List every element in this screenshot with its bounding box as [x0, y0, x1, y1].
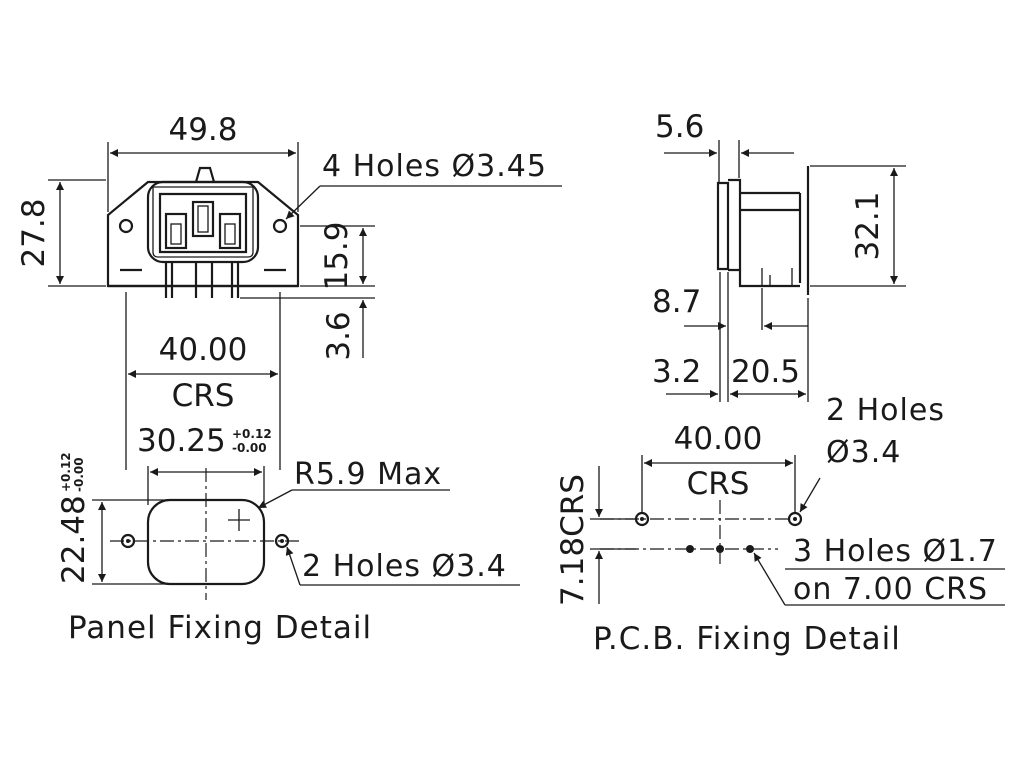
cutout-height-label: 22.48	[56, 495, 92, 584]
contact-earth	[191, 200, 215, 238]
contact-left	[164, 212, 188, 250]
front-holes-note: 4 Holes Ø3.45	[322, 149, 547, 184]
side-flange-back	[728, 178, 742, 272]
front-width-label: 49.8	[168, 112, 237, 148]
pin-length-label: 3.6	[321, 311, 357, 360]
vertical-crs-label: 7.18CRS	[555, 474, 591, 606]
socket-recess	[158, 192, 248, 254]
body-height-label: 15.9	[319, 221, 355, 290]
pcb-crs-text: CRS	[687, 466, 750, 502]
offset-label: 8.7	[652, 284, 701, 320]
side-view	[716, 166, 810, 295]
cutout-height-tol-lower: -0.00	[72, 457, 86, 492]
socket-inner-lip	[152, 186, 254, 258]
socket-key	[194, 166, 216, 183]
pcb-pin-hole-3	[746, 545, 754, 553]
side-bottom-details	[761, 268, 793, 286]
side-body	[740, 191, 802, 283]
pcb-crs-label: 40.00	[674, 421, 763, 457]
contact-left-inner	[170, 223, 182, 245]
front-view-dimensions: 49.8 27.8 4 Holes Ø3.45 15.9 3.6 40.00 C…	[16, 112, 562, 470]
depth-label: 20.5	[731, 354, 800, 390]
pcb-small-holes-line1: 3 Holes Ø1.7	[793, 534, 998, 569]
flange-label: 5.6	[655, 109, 704, 145]
front-crs-label: 40.00	[159, 332, 248, 368]
contact-earth-inner	[197, 205, 209, 233]
cutout-width-label: 30.25	[137, 423, 226, 459]
pcb-hole-right	[787, 511, 803, 527]
front-height-label: 27.8	[16, 198, 52, 267]
front-hole-left	[118, 218, 134, 234]
panel-fixing-title: Panel Fixing Detail	[68, 610, 372, 646]
base-label: 3.2	[652, 354, 701, 390]
side-bottom	[738, 270, 800, 288]
panel-fixing-detail	[110, 468, 300, 600]
front-view	[106, 166, 300, 298]
cutout-height-tol-upper: +0.12	[59, 452, 73, 492]
side-height-label: 32.1	[850, 191, 886, 260]
pcb-holes-line2: Ø3.4	[826, 435, 901, 470]
pcb-fixing-title: P.C.B. Fixing Detail	[593, 621, 901, 657]
panel-hole-left	[120, 533, 136, 549]
panel-fixing-dimensions: 30.25 +0.12 -0.00 22.48 +0.12 -0.00 R5.9…	[56, 423, 520, 646]
side-view-dimensions: 5.6 32.1 8.7 3.2 20.5	[652, 109, 906, 402]
pcb-small-holes-line2: on 7.00 CRS	[793, 572, 988, 607]
pcb-pin-hole-1	[686, 545, 694, 553]
front-crs-text: CRS	[172, 378, 235, 414]
front-pins	[164, 262, 240, 298]
contact-right	[218, 212, 242, 250]
pcb-fixing-dimensions: 40.00 CRS 2 Holes Ø3.4 7.18CRS 3 Holes Ø…	[555, 393, 1005, 657]
panel-hole-right	[274, 533, 290, 549]
pcb-fixing-detail	[600, 500, 803, 565]
panel-holes-note: 2 Holes Ø3.4	[302, 549, 507, 584]
front-hole-right	[272, 218, 288, 234]
contact-right-inner	[224, 223, 236, 245]
radius-note: R5.9 Max	[294, 457, 442, 492]
cutout-width-tol-lower: -0.00	[232, 441, 267, 455]
pcb-pin-hole-2	[716, 545, 724, 553]
side-flange-front	[716, 181, 730, 271]
pcb-holes-line1: 2 Holes	[826, 393, 945, 428]
socket-body	[146, 180, 260, 264]
cutout-width-tol-upper: +0.12	[232, 427, 272, 441]
